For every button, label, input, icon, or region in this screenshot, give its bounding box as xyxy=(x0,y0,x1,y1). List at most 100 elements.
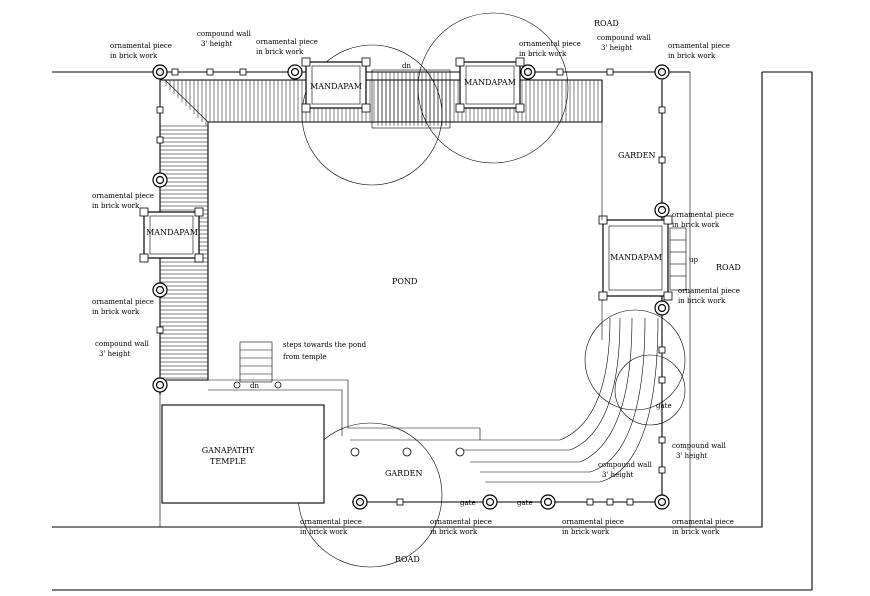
ornamental-piece-inner xyxy=(485,497,495,507)
wall-pier xyxy=(658,376,666,384)
ornamental-note: ornamental piece xyxy=(672,211,734,219)
ornamental-note: in brick work xyxy=(256,48,304,56)
gate-label: gate xyxy=(517,499,533,507)
curved-walkway xyxy=(350,317,611,441)
compound-wall-note: compound wall xyxy=(672,442,727,450)
ornamental-note: in brick work xyxy=(668,52,716,60)
ornamental-note: in brick work xyxy=(110,52,158,60)
road-bottom-label: ROAD xyxy=(395,555,420,564)
mandapam-top-right: MANDAPAM xyxy=(455,57,525,113)
ornamental-piece-inner xyxy=(657,303,667,313)
ornamental-note: in brick work xyxy=(678,297,726,305)
ornamental-piece-inner xyxy=(155,380,165,390)
temple-label: TEMPLE xyxy=(210,457,246,466)
ornamental-piece-inner xyxy=(657,205,667,215)
dn-top-label: dn xyxy=(402,62,411,70)
wall-pier xyxy=(658,106,666,114)
compound-wall-note: 3' height xyxy=(602,471,633,479)
ornamental-piece-inner xyxy=(155,175,165,185)
compound-wall-note: 3' height xyxy=(99,350,130,358)
ornamental-note: in brick work xyxy=(519,50,567,58)
wall-pier xyxy=(396,498,404,506)
ornamental-note: ornamental piece xyxy=(110,42,172,50)
compound-wall-note: compound wall xyxy=(598,461,653,469)
ornamental-piece-inner xyxy=(155,67,165,77)
ornamental-note: ornamental piece xyxy=(256,38,318,46)
dn-steps-label: dn xyxy=(250,382,259,390)
up-label: up xyxy=(689,256,699,264)
wall-pier xyxy=(658,346,666,354)
mandapam-label: MANDAPAM xyxy=(610,253,662,262)
wall-pier xyxy=(171,68,179,76)
tree-canopy xyxy=(614,354,686,426)
ornamental-note: ornamental piece xyxy=(562,518,624,526)
wall-pier xyxy=(556,68,564,76)
ornamental-piece-inner xyxy=(355,497,365,507)
gate-label: gate xyxy=(460,499,476,507)
wall-pier xyxy=(586,498,594,506)
garden-right-label: GARDEN xyxy=(618,151,655,160)
curved-walkway xyxy=(470,317,633,463)
ornamental-piece-inner xyxy=(543,497,553,507)
garden-bottom-label: GARDEN xyxy=(385,469,422,478)
steps-top xyxy=(371,69,451,129)
temple-label: GANAPATHY xyxy=(202,446,255,455)
ornamental-note: in brick work xyxy=(562,528,610,536)
ornamental-piece-inner xyxy=(155,285,165,295)
walkway-diagonal xyxy=(164,79,209,123)
tree-canopy xyxy=(584,309,686,411)
mandapam-right: MANDAPAM xyxy=(598,215,673,301)
steps-top-treads xyxy=(377,72,447,126)
road-top-label: ROAD xyxy=(594,19,619,28)
ornamental-pieces xyxy=(152,64,670,510)
mandapam-left: MANDAPAM xyxy=(139,207,204,263)
ornamental-piece-inner xyxy=(657,497,667,507)
compound-wall-note: 3' height xyxy=(676,452,707,460)
wall-pier xyxy=(156,136,164,144)
ornamental-note: ornamental piece xyxy=(678,287,740,295)
pond-label: POND xyxy=(392,277,417,286)
ornamental-note: ornamental piece xyxy=(92,192,154,200)
garden-piers xyxy=(233,381,465,457)
ornamental-piece-inner xyxy=(657,67,667,77)
compound-wall-note: 3' height xyxy=(601,44,632,52)
ganapathy-temple xyxy=(161,404,325,504)
wall-pier xyxy=(606,68,614,76)
wall-pier xyxy=(626,498,634,506)
walkway-outline xyxy=(160,79,603,381)
wall-pier xyxy=(658,156,666,164)
ornamental-note: ornamental piece xyxy=(300,518,362,526)
steps-to-pond xyxy=(239,341,273,383)
ornamental-note: ornamental piece xyxy=(519,40,581,48)
ornamental-note: ornamental piece xyxy=(92,298,154,306)
ornamental-note: ornamental piece xyxy=(672,518,734,526)
compound-wall-note: compound wall xyxy=(95,340,150,348)
mandapam-label: MANDAPAM xyxy=(464,78,516,87)
steps-up-right xyxy=(669,227,687,291)
ornamental-note: in brick work xyxy=(672,528,720,536)
road-right-label: ROAD xyxy=(716,263,741,272)
steps-note: steps towards the pond xyxy=(283,341,367,349)
wall-pier xyxy=(606,498,614,506)
ornamental-note: ornamental piece xyxy=(668,42,730,50)
curved-walkway xyxy=(460,317,621,451)
pond-edge-bottom-inner xyxy=(208,389,343,436)
wall-pier xyxy=(156,106,164,114)
steps-note: from temple xyxy=(283,353,326,361)
wall-pier xyxy=(206,68,214,76)
ornamental-note: in brick work xyxy=(92,308,140,316)
wall-pier xyxy=(239,68,247,76)
road-edge-right xyxy=(762,71,813,590)
annotations: ornamental piece in brick work ornamental … xyxy=(92,30,740,536)
ornamental-note: in brick work xyxy=(300,528,348,536)
ornamental-note: in brick work xyxy=(430,528,478,536)
compound-wall-note: compound wall xyxy=(597,34,652,42)
wall-pier xyxy=(658,436,666,444)
ornamental-note: ornamental piece xyxy=(430,518,492,526)
ornamental-piece-inner xyxy=(523,67,533,77)
pond-edge-bottom xyxy=(208,379,481,440)
gate-label: gate xyxy=(656,402,672,410)
mandapam-label: MANDAPAM xyxy=(310,82,362,91)
ornamental-piece-inner xyxy=(290,67,300,77)
